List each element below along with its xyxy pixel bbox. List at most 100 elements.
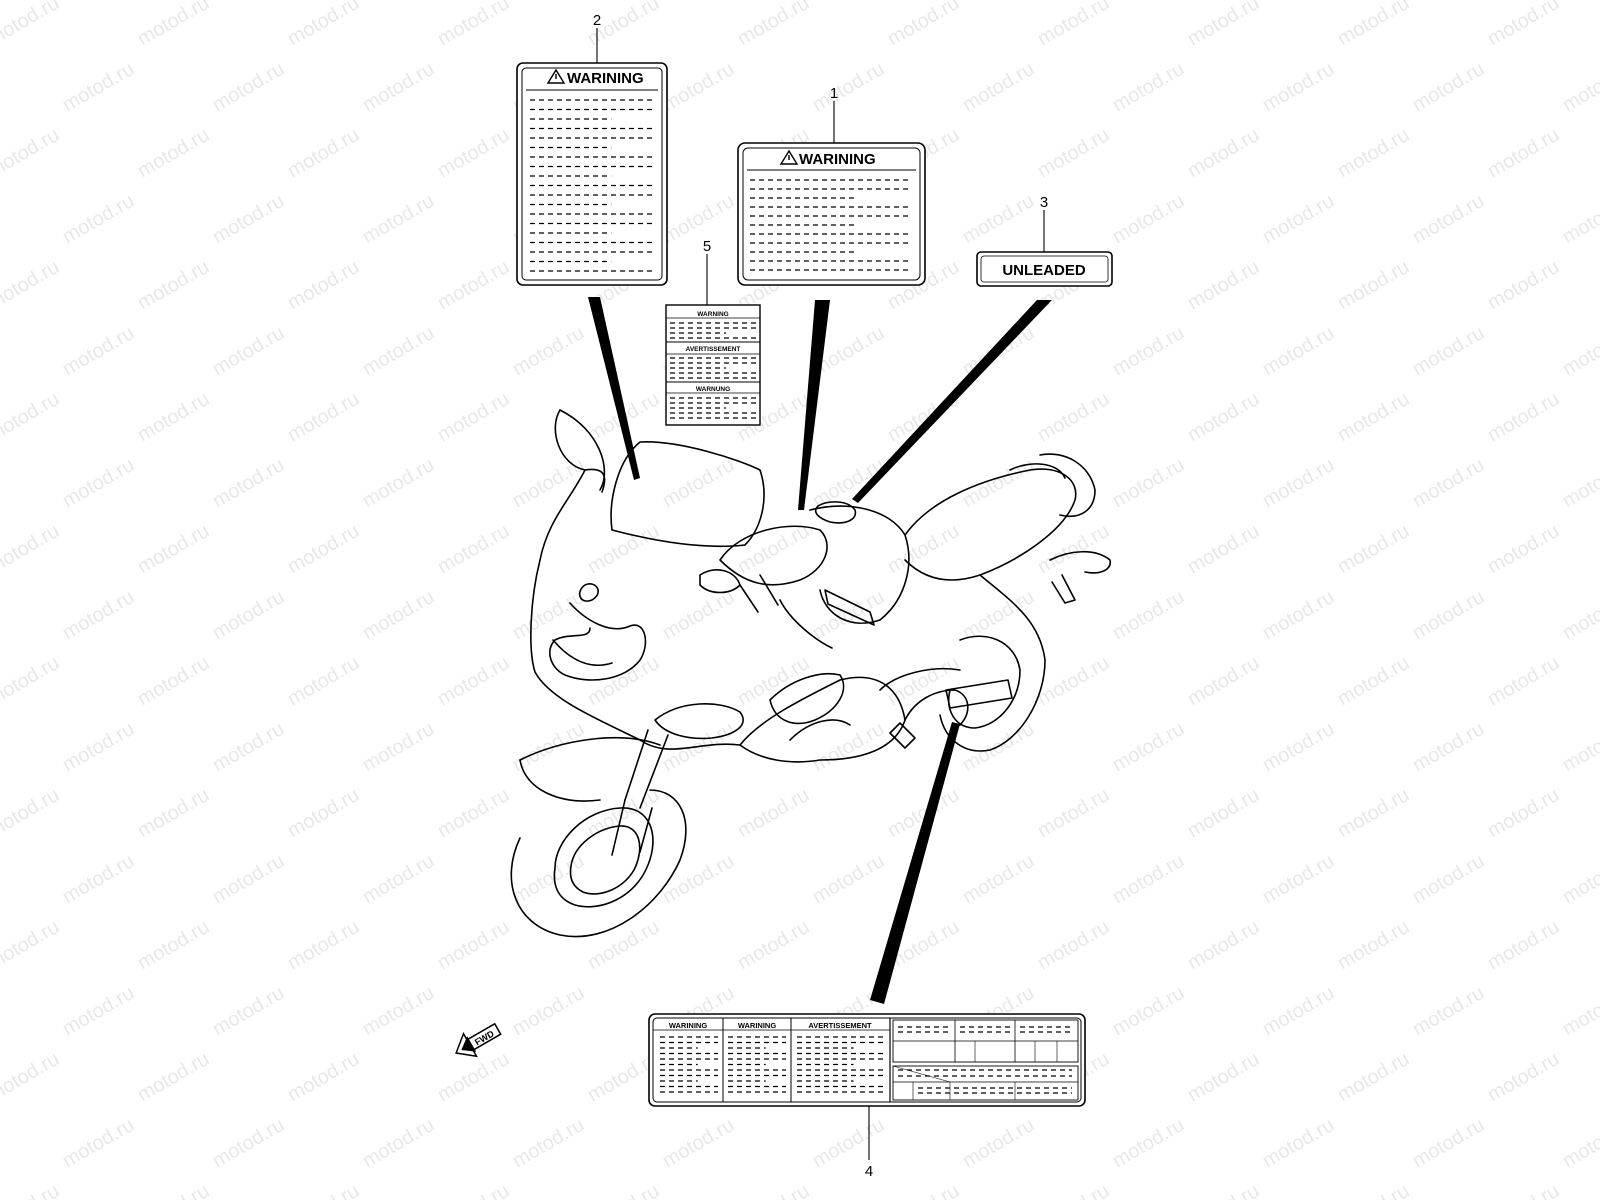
watermark-text: motod.ru (434, 652, 513, 711)
watermark-text: motod.ru (659, 454, 738, 513)
watermark-text: motod.ru (284, 0, 363, 50)
watermark-text: motod.ru (1334, 784, 1413, 843)
watermark-text: motod.ru (1184, 256, 1263, 315)
watermark-text: motod.ru (0, 0, 63, 50)
watermark-text: motod.ru (284, 124, 363, 183)
watermark-text: motod.ru (209, 322, 288, 381)
watermark-text: motod.ru (0, 124, 63, 183)
watermark-text: motod.ru (1109, 850, 1188, 909)
label-4-head-c: AVERTISSEMENT (808, 1021, 872, 1030)
watermark-text: motod.ru (1484, 124, 1563, 183)
label-2-text-lines (530, 99, 655, 272)
watermark-text: motod.ru (434, 916, 513, 975)
watermark-text: motod.ru (1259, 454, 1338, 513)
watermark-text: motod.ru (0, 916, 63, 975)
watermark-text: motod.ru (1184, 784, 1263, 843)
watermark-text: motod.ru (1109, 58, 1188, 117)
watermark-text: motod.ru (1184, 1180, 1263, 1200)
watermark-text: motod.ru (284, 256, 363, 315)
watermark-text: motod.ru (1484, 256, 1563, 315)
watermark-text: motod.ru (1334, 124, 1413, 183)
watermark-text: motod.ru (1409, 982, 1488, 1041)
watermark-text: motod.ru (209, 1114, 288, 1173)
watermark-text: motod.ru (359, 718, 438, 777)
watermark-text: motod.ru (434, 388, 513, 447)
watermark-text: motod.ru (1034, 0, 1113, 50)
watermark-text: motod.ru (1409, 1114, 1488, 1173)
watermark-text: motod.ru (284, 1180, 363, 1200)
watermark-text: motod.ru (1409, 190, 1488, 249)
callout-5: 5 (703, 238, 711, 255)
label-2-title: WARINING (567, 70, 644, 87)
watermark-text: motod.ru (434, 520, 513, 579)
watermark-text: motod.ru (1409, 718, 1488, 777)
watermark-text: motod.ru (284, 916, 363, 975)
watermark-text: motod.ru (0, 784, 63, 843)
label-4-warning[interactable]: WARINING WARINING AVERTISSEMENT (648, 1013, 1086, 1107)
watermark-text: motod.ru (584, 652, 663, 711)
watermark-text: motod.ru (1484, 388, 1563, 447)
watermark-text: motod.ru (1109, 1114, 1188, 1173)
watermark-text: motod.ru (59, 850, 138, 909)
watermark-text: motod.ru (284, 388, 363, 447)
label-3-unleaded[interactable]: UNLEADED (976, 251, 1113, 287)
watermark-text: motod.ru (359, 58, 438, 117)
callout-1: 1 (830, 85, 838, 102)
watermark-text: motod.ru (1034, 784, 1113, 843)
watermark-text: motod.ru (209, 586, 288, 645)
watermark-text: motod.ru (734, 652, 813, 711)
watermark-text: motod.ru (1334, 520, 1413, 579)
watermark-text: motod.ru (434, 256, 513, 315)
watermark-text: motod.ru (959, 850, 1038, 909)
label-5-text-lines (670, 322, 756, 419)
watermark-text: motod.ru (734, 0, 813, 50)
label-1-warning[interactable]: WARINING (737, 142, 926, 286)
label-1-text-lines (750, 179, 912, 271)
watermark-text: motod.ru (509, 322, 588, 381)
watermark-text: motod.ru (1484, 916, 1563, 975)
watermark-text: motod.ru (359, 322, 438, 381)
watermark-text: motod.ru (1559, 454, 1600, 513)
watermark-text: motod.ru (359, 454, 438, 513)
watermark-text: motod.ru (1259, 586, 1338, 645)
label-5-warning[interactable]: WARNING AVERTISSEMENT WARNUNG (665, 304, 761, 426)
watermark-text: motod.ru (584, 520, 663, 579)
watermark-text: motod.ru (0, 520, 63, 579)
watermark-text: motod.ru (659, 1114, 738, 1173)
watermark-text: motod.ru (134, 1048, 213, 1107)
watermark-text: motod.ru (1184, 520, 1263, 579)
watermark-text: motod.ru (1334, 256, 1413, 315)
callouts: 2 1 3 5 4 (593, 12, 1048, 1180)
motorcycle-outline (510, 409, 1111, 938)
label-4-table (892, 1019, 1079, 1101)
watermark-text: motod.ru (1334, 916, 1413, 975)
watermark-text: motod.ru (284, 652, 363, 711)
watermark-text: motod.ru (1484, 1180, 1563, 1200)
watermark-text: motod.ru (1184, 916, 1263, 975)
watermark-text: motod.ru (809, 718, 888, 777)
watermark-text: motod.ru (734, 784, 813, 843)
watermark-text: motod.ru (434, 784, 513, 843)
watermark-text: motod.ru (1259, 322, 1338, 381)
watermark-text: motod.ru (959, 1114, 1038, 1173)
label-2-warning[interactable]: WARINING (516, 62, 668, 286)
watermark-text: motod.ru (434, 0, 513, 50)
watermark-text: motod.ru (1184, 652, 1263, 711)
watermark-text: motod.ru (359, 586, 438, 645)
watermark-text: motod.ru (134, 124, 213, 183)
watermark-text: motod.ru (1034, 388, 1113, 447)
watermark-text: motod.ru (209, 190, 288, 249)
watermark-text: motod.ru (284, 1048, 363, 1107)
watermark-text: motod.ru (1484, 1048, 1563, 1107)
watermark-text: motod.ru (1409, 322, 1488, 381)
watermark-text: motod.ru (284, 784, 363, 843)
watermark-text: motod.ru (434, 1048, 513, 1107)
label-3-text: UNLEADED (1002, 262, 1086, 279)
watermark-text: motod.ru (1559, 718, 1600, 777)
watermark-text: motod.ru (134, 388, 213, 447)
callout-4: 4 (865, 1163, 873, 1180)
leader-wedges (588, 297, 1052, 1004)
watermark-text: motod.ru (734, 1180, 813, 1200)
watermark-text: motod.ru (1409, 58, 1488, 117)
